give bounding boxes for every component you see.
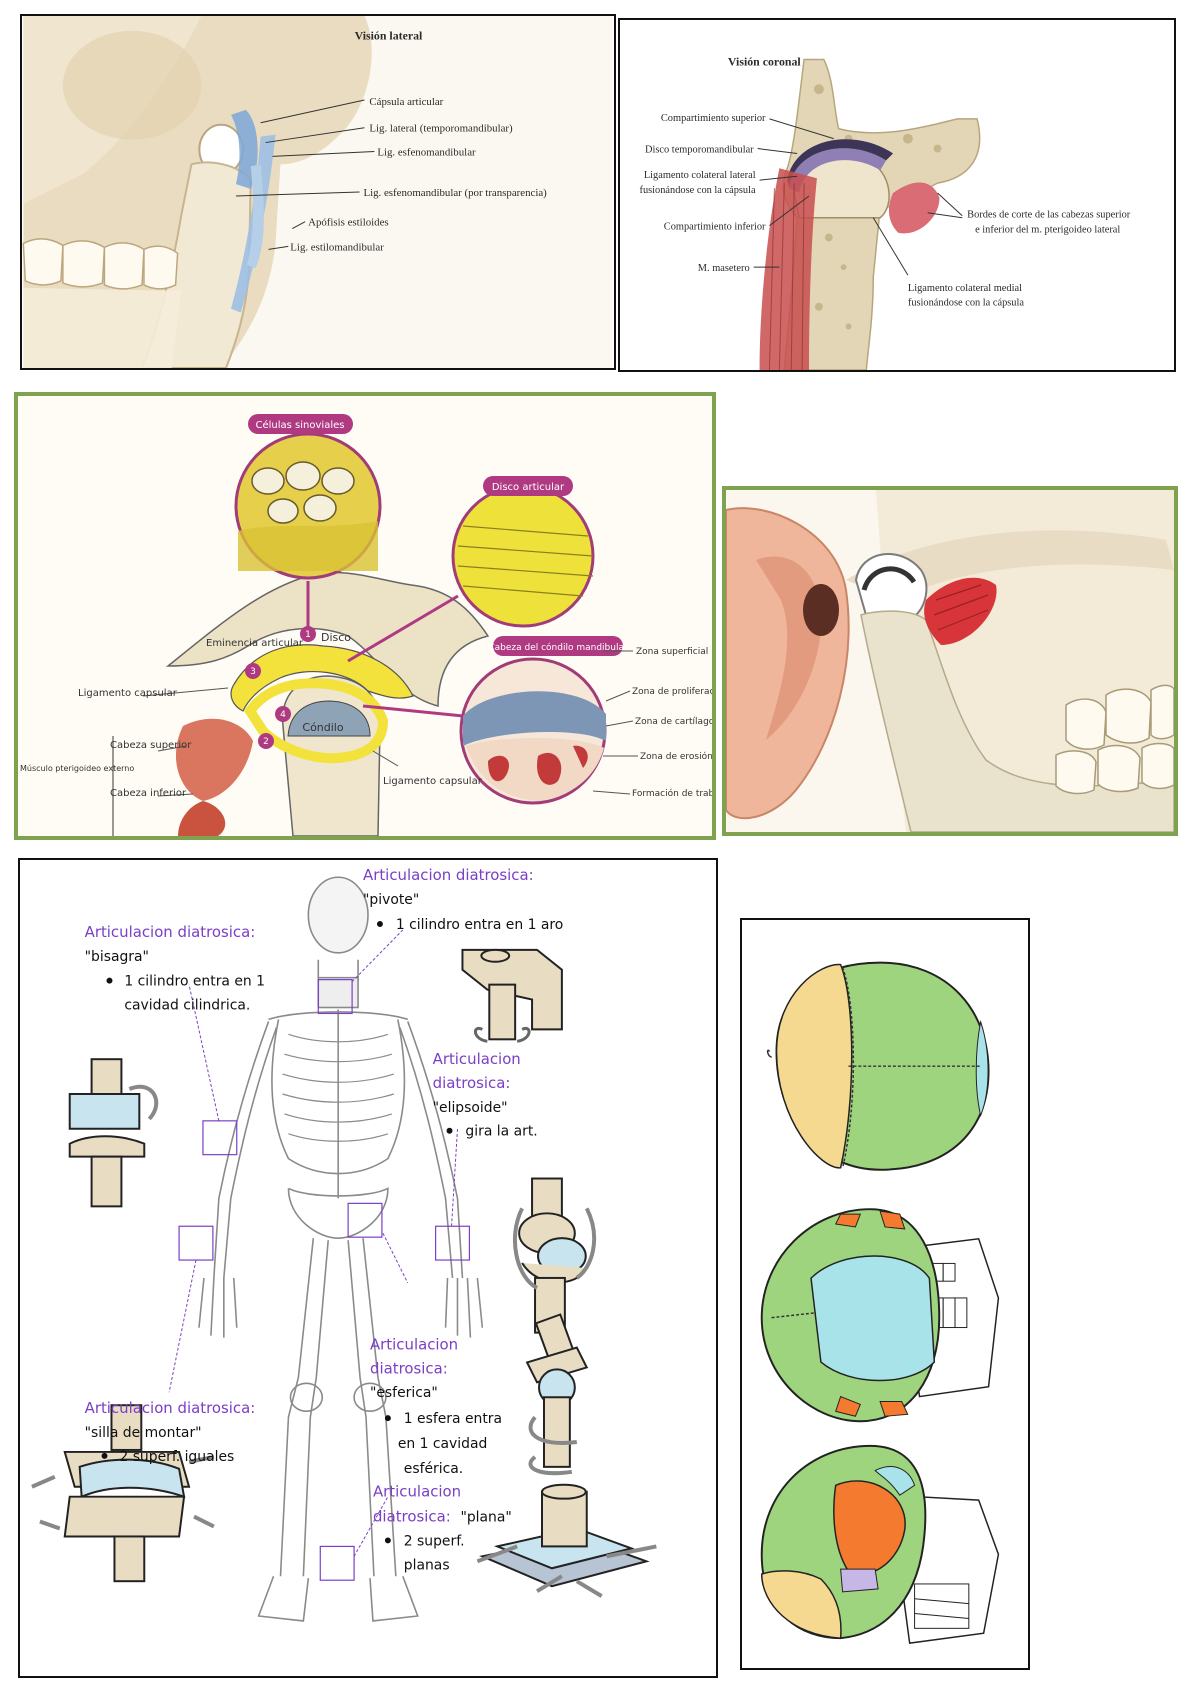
ball-type: "esferica" — [370, 1385, 438, 1401]
hinge-bullet-2: cavidad cilindrica. — [124, 997, 250, 1013]
coronal-title: Visión coronal — [728, 54, 802, 68]
label-zone-erosion: Zona de erosión — [640, 751, 712, 762]
ear-jaw-panel — [722, 486, 1178, 836]
lateral-label-4: Lig. esfenomandibular (por transparencia… — [363, 187, 547, 199]
pivot-bullet: 1 cilindro entra en 1 aro — [396, 917, 563, 933]
coronal-right-1: Bordes de corte de las cabezas superior — [967, 210, 1131, 221]
plane-bullet-2: planas — [404, 1557, 450, 1573]
ellipsoid-type: "elipsoide" — [433, 1100, 508, 1116]
coronal-left-3: Ligamento colateral lateral — [644, 170, 756, 181]
ellipsoid-title-1: Articulacion — [433, 1050, 521, 1068]
hinge-type: "bisagra" — [85, 949, 149, 965]
ball-bullet-1: 1 esfera entra — [404, 1411, 502, 1427]
lateral-label-1: Cápsula articular — [369, 96, 443, 108]
saddle-type: "silla de montar" — [85, 1425, 202, 1441]
skeleton-joints-diagram: Articulacion diatrosica: "pivote" 1 cili… — [20, 860, 716, 1676]
coronal-left-1: Compartimiento superior — [661, 113, 766, 124]
ball-title-2: diatrosica: — [370, 1359, 448, 1377]
label-condilo: Cóndilo — [302, 721, 343, 734]
lateral-label-3: Lig. esfenomandibular — [377, 146, 476, 158]
coronal-left-4: fusionándose con la cápsula — [640, 185, 757, 196]
label-trabeculae: Formación de trabéculas óseas — [632, 788, 712, 799]
plane-title-2: diatrosica: — [373, 1508, 451, 1526]
label-superior-head: Cabeza superior — [110, 740, 192, 751]
histology-diagram: Células sinoviales Disco articular Cabez… — [18, 396, 712, 836]
label-pterygoid: Músculo pterigoideo externo — [20, 764, 134, 773]
label-capsular-left: Ligamento capsular — [78, 688, 178, 699]
num-2: 2 — [263, 737, 269, 747]
ellipsoid-title-2: diatrosica: — [433, 1074, 511, 1092]
label-zone-superficial: Zona superficial — [636, 647, 708, 657]
label-disco: Disco — [321, 631, 351, 644]
num-1: 1 — [305, 630, 311, 640]
lateral-view-panel: Visión lateral Cápsula articular Lig. la… — [20, 14, 616, 370]
saddle-title: Articulacion diatrosica: — [85, 1399, 256, 1417]
num-4: 4 — [280, 710, 286, 720]
hinge-title: Articulacion diatrosica: — [85, 923, 256, 941]
label-eminence: Eminencia articular — [206, 638, 304, 649]
label-inferior-head: Cabeza inferior — [110, 788, 187, 799]
skeleton-joints-panel: Articulacion diatrosica: "pivote" 1 cili… — [18, 858, 718, 1678]
hinge-bullet-1: 1 cilindro entra en 1 — [124, 974, 265, 990]
coronal-left-5: Compartimiento inferior — [664, 222, 766, 233]
lateral-label-5: Apófisis estiloides — [308, 217, 389, 229]
coronal-left-6: M. masetero — [698, 263, 750, 274]
ball-title-1: Articulacion — [370, 1336, 458, 1354]
skull-sutures-panel — [740, 918, 1030, 1670]
ear-jaw-illustration — [726, 490, 1174, 832]
label-zone-hyaline: Zona de cartílago hialino — [635, 717, 712, 727]
coronal-left-2: Disco temporomandibular — [645, 144, 754, 155]
label-zone-proliferation: Zona de proliferación — [632, 686, 712, 697]
coronal-view-panel: Visión coronal Compartimiento superior D… — [618, 18, 1176, 372]
num-3: 3 — [250, 667, 256, 677]
plane-title-1: Articulacion — [373, 1483, 461, 1501]
badge-disc: Disco articular — [492, 482, 565, 493]
coronal-view-diagram: Visión coronal Compartimiento superior D… — [620, 20, 1174, 370]
histology-panel: Células sinoviales Disco articular Cabez… — [14, 392, 716, 840]
label-capsular-bottom: Ligamento capsular — [383, 776, 483, 787]
plane-type: "plana" — [460, 1510, 511, 1526]
plane-bullet-1: 2 superf. — [404, 1533, 465, 1549]
ball-bullet-2: en 1 cavidad — [398, 1436, 488, 1452]
lateral-label-6: Lig. estilomandibular — [290, 241, 384, 253]
badge-synovial: Células sinoviales — [256, 419, 345, 431]
pivot-type: "pivote" — [363, 892, 419, 908]
saddle-bullet: 2 superf. iguales — [119, 1449, 234, 1465]
lateral-view-diagram: Visión lateral Cápsula articular Lig. la… — [22, 16, 614, 368]
lateral-title: Visión lateral — [355, 29, 423, 43]
pivot-title: Articulacion diatrosica: — [363, 866, 534, 884]
ellipsoid-bullet: gira la art. — [465, 1124, 537, 1140]
coronal-right-3: Ligamento colateral medial — [908, 283, 1022, 294]
skull-sutures-diagram — [742, 920, 1028, 1668]
coronal-right-4: fusionándose con la cápsula — [908, 298, 1025, 309]
skull-back-view — [762, 1209, 999, 1421]
coronal-right-2: e inferior del m. pterigoideo lateral — [975, 225, 1120, 236]
lateral-label-2: Lig. lateral (temporomandibular) — [369, 123, 513, 135]
ball-bullet-3: esférica. — [404, 1461, 463, 1477]
